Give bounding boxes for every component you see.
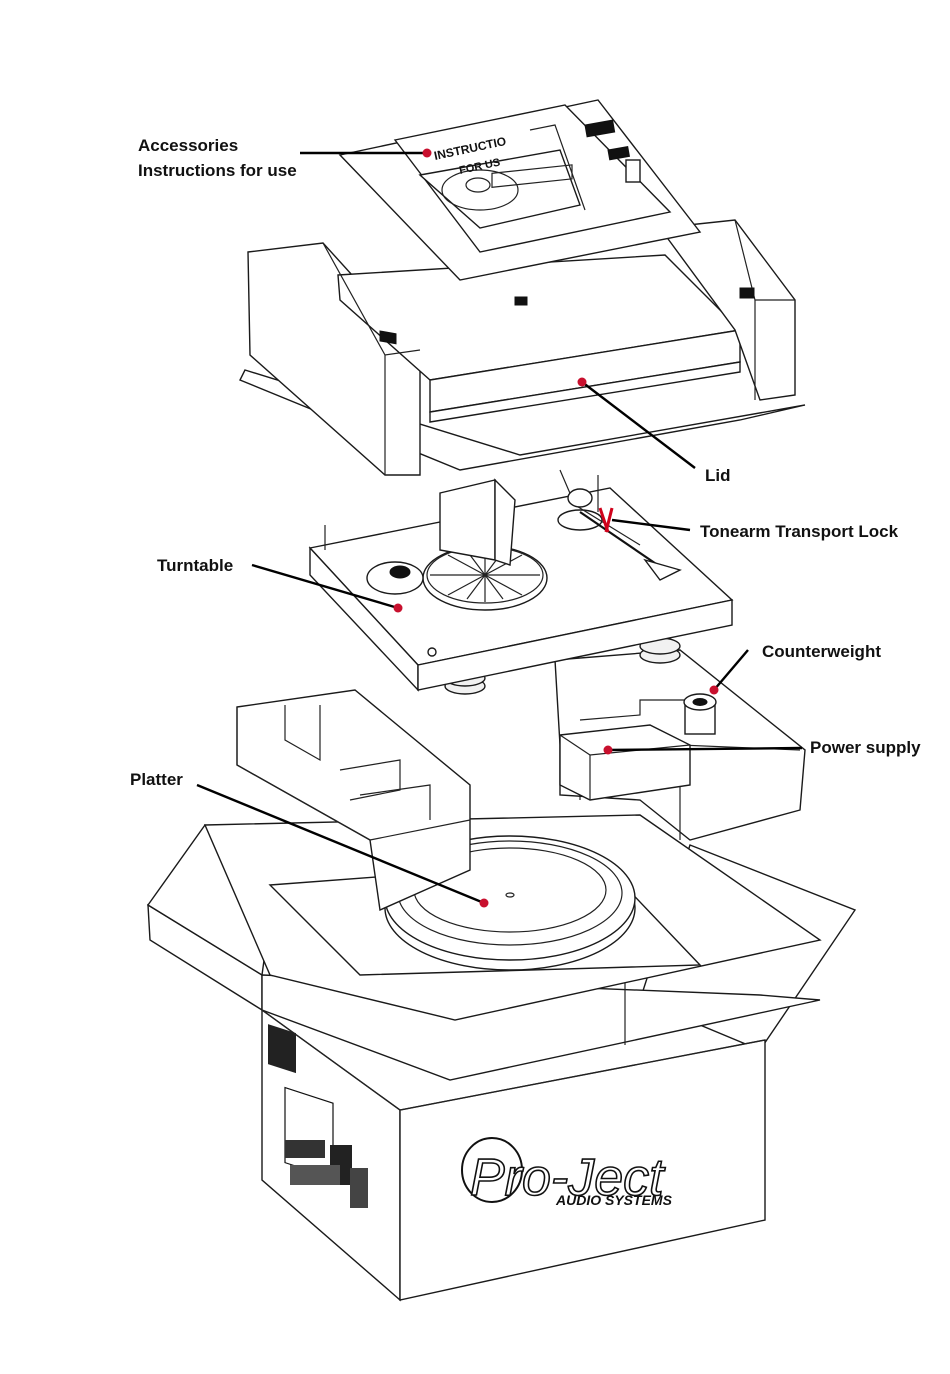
marker-lid [578,378,587,387]
label-tonearm-lock: Tonearm Transport Lock [700,522,899,541]
label-counterweight: Counterweight [762,642,881,661]
marker-platter [480,899,489,908]
counterweight-part [684,694,716,734]
turntable-part [310,470,732,694]
label-power-supply: Power supply [810,738,921,757]
accessories-part: INSTRUCTIO FOR US [340,100,700,280]
marker-counterweight [710,686,719,695]
label-turntable: Turntable [157,556,233,575]
marker-power-supply [604,746,613,755]
brand-logo: Pro-Ject AUDIO SYSTEMS [462,1138,673,1208]
label-accessories-line1: Accessories [138,136,238,155]
label-lid: Lid [705,466,731,485]
box-side-label [285,1088,333,1179]
label-platter: Platter [130,770,183,789]
marker-accessories [423,149,432,158]
brand-tagline: AUDIO SYSTEMS [555,1192,673,1208]
label-accessories-line2: Instructions for use [138,161,297,180]
callout-counterweight: Counterweight [710,642,882,695]
marker-turntable [394,604,403,613]
